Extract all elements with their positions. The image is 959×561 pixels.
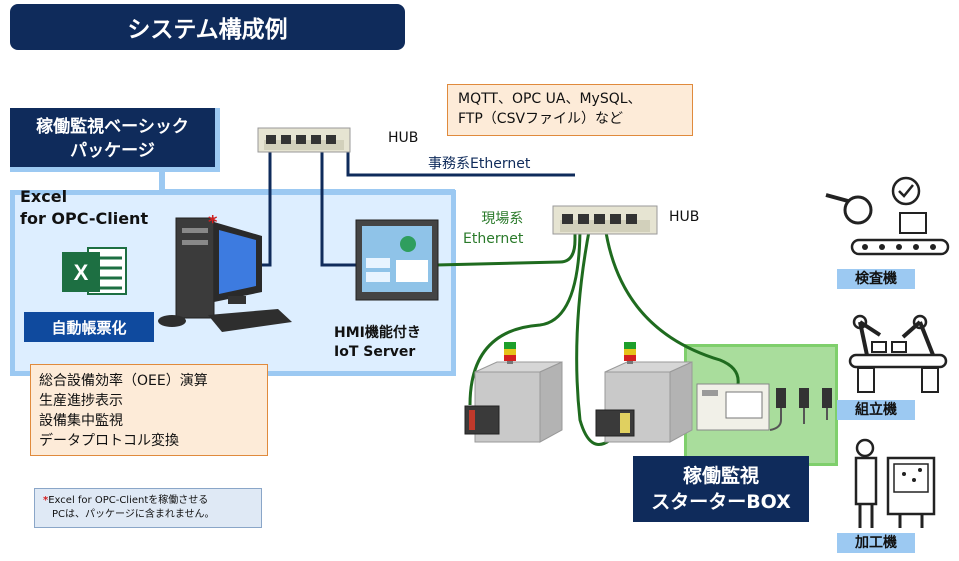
cable-cabinet1 xyxy=(468,225,582,406)
processing-machine-icon xyxy=(854,438,936,528)
excel-label: Excel for OPC-Client xyxy=(20,186,148,230)
field-ethernet-line1: 現場系 xyxy=(481,211,524,227)
hub-field-label: HUB xyxy=(669,209,700,225)
note-line1: *Excel for OPC-Clientを稼働させる xyxy=(43,494,253,508)
hub-top-label: HUB xyxy=(388,130,419,146)
office-ethernet-label: 事務系Ethernet xyxy=(428,156,531,172)
starter-box-title: 稼働監視 スターターBOX xyxy=(633,456,809,522)
hub-top-device xyxy=(257,127,351,153)
machine-label-assembly: 組立機 xyxy=(837,400,915,420)
hmi-panel-icon xyxy=(355,219,439,301)
pc-icon xyxy=(158,217,292,332)
function-item: データプロトコル変換 xyxy=(39,433,179,449)
function-list-box: 総合設備効率（OEE）演算 生産進捗表示 設備集中監視 データプロトコル変換 xyxy=(30,364,268,456)
function-item: 設備集中監視 xyxy=(39,413,123,429)
assembly-robot-icon xyxy=(848,314,948,393)
protocol-box: MQTT、OPC UA、MySQL、 FTP（CSVファイル）など xyxy=(447,84,693,136)
hmi-label: HMI機能付き IoT Server xyxy=(334,324,421,362)
machine-label-processing: 加工機 xyxy=(837,533,915,553)
excel-label-line2: for OPC-Client xyxy=(20,209,149,228)
cable-cabinet2 xyxy=(575,225,611,446)
field-ethernet-label: 現場系 Ethernet xyxy=(463,209,523,249)
package-border-line xyxy=(159,172,455,195)
starter-box-title-line1: 稼働監視 xyxy=(682,465,759,487)
cabinet-1-icon xyxy=(464,342,563,443)
note-line1-text: Excel for OPC-Clientを稼働させる xyxy=(48,495,209,506)
excel-note-star: * xyxy=(208,212,218,233)
cabinet-2-icon xyxy=(595,342,693,443)
svg-text:X: X xyxy=(74,260,89,285)
field-ethernet-line xyxy=(435,226,577,267)
cable-starter xyxy=(603,225,740,385)
hub-field-device xyxy=(552,205,658,235)
inspection-machine-icon xyxy=(825,176,950,256)
note-line2: PCは、パッケージに含まれません。 xyxy=(52,509,215,520)
office-ethernet-line xyxy=(346,150,575,177)
function-item: 生産進捗表示 xyxy=(39,393,123,409)
package-title-line1: 稼働監視ベーシック xyxy=(36,117,189,137)
starter-box-device-icon xyxy=(696,383,832,431)
auto-report-badge: 自動帳票化 xyxy=(24,312,154,342)
note-box: *Excel for OPC-Clientを稼働させる PCは、パッケージに含ま… xyxy=(34,488,262,528)
machine-label-inspection: 検査機 xyxy=(837,269,915,289)
note-star: * xyxy=(43,495,49,506)
protocol-line2: FTP（CSVファイル）など xyxy=(458,111,624,127)
starter-box-title-line2: スターターBOX xyxy=(651,491,791,513)
hmi-label-line1: HMI機能付き xyxy=(334,325,421,341)
hmi-office-cable xyxy=(320,150,360,267)
excel-icon: X xyxy=(62,247,127,295)
excel-label-line1: Excel xyxy=(20,187,68,206)
package-title-line2: パッケージ xyxy=(70,141,155,161)
page-title: システム構成例 xyxy=(10,4,405,50)
field-ethernet-line2: Ethernet xyxy=(463,231,524,247)
package-title: 稼働監視ベーシック パッケージ xyxy=(10,108,220,172)
function-item: 総合設備効率（OEE）演算 xyxy=(39,373,208,389)
hmi-label-line2: IoT Server xyxy=(334,344,416,360)
protocol-line1: MQTT、OPC UA、MySQL、 xyxy=(458,91,642,107)
